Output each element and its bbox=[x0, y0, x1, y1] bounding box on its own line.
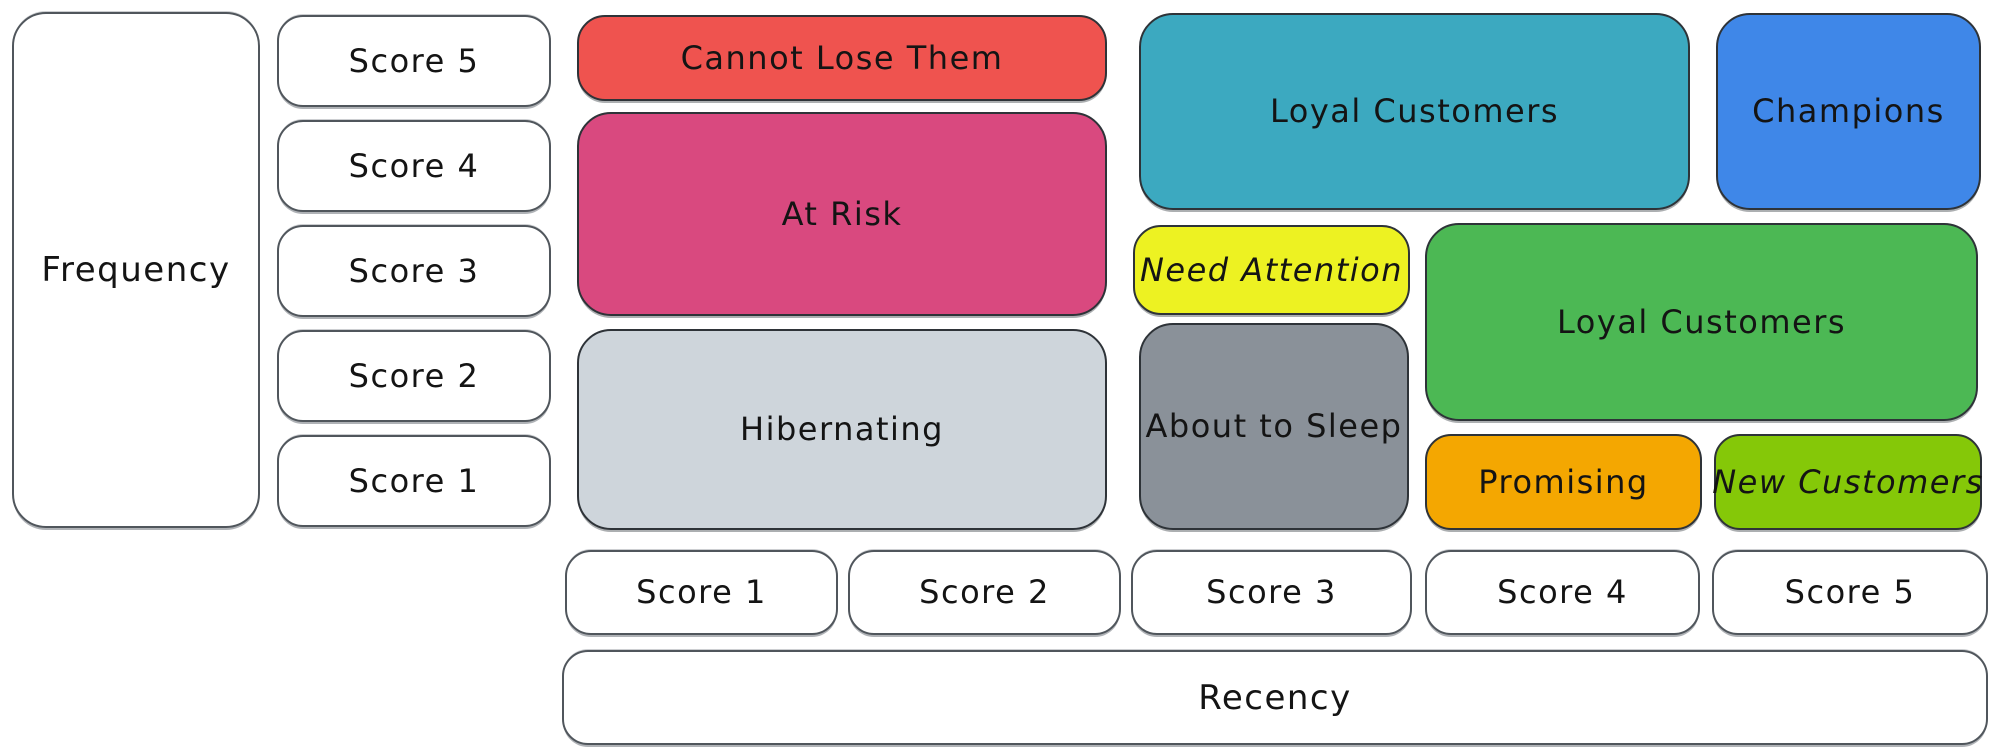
frequency-axis-box: Frequency bbox=[12, 12, 260, 528]
recency-score-5-label: Score 5 bbox=[1784, 573, 1916, 612]
recency-axis-box: Recency bbox=[562, 650, 1988, 745]
segment-loyal-customers-teal-label: Loyal Customers bbox=[1269, 92, 1560, 131]
segment-champions-label: Champions bbox=[1752, 92, 1945, 131]
frequency-score-5-label: Score 5 bbox=[348, 41, 480, 80]
recency-score-3: Score 3 bbox=[1131, 550, 1412, 635]
segment-about-to-sleep: About to Sleep bbox=[1139, 323, 1409, 530]
segment-need-attention: Need Attention bbox=[1133, 225, 1410, 315]
segment-at-risk-label: At Risk bbox=[781, 194, 903, 233]
segment-promising: Promising bbox=[1425, 434, 1702, 530]
frequency-score-1-label: Score 1 bbox=[348, 461, 480, 500]
frequency-score-1: Score 1 bbox=[277, 435, 551, 527]
segment-new-customers-label: New Customers bbox=[1712, 462, 1984, 501]
frequency-score-3: Score 3 bbox=[277, 225, 551, 317]
segment-hibernating-label: Hibernating bbox=[740, 410, 944, 449]
segment-hibernating: Hibernating bbox=[577, 329, 1107, 530]
segment-loyal-customers-green-label: Loyal Customers bbox=[1556, 302, 1847, 341]
frequency-score-2: Score 2 bbox=[277, 330, 551, 422]
segment-new-customers: New Customers bbox=[1712, 434, 1984, 530]
recency-score-2: Score 2 bbox=[848, 550, 1121, 635]
frequency-score-5: Score 5 bbox=[277, 15, 551, 107]
recency-axis-label: Recency bbox=[1198, 677, 1352, 718]
segment-about-to-sleep-label: About to Sleep bbox=[1145, 407, 1403, 446]
segment-loyal-customers-green: Loyal Customers bbox=[1425, 223, 1978, 421]
frequency-score-4-label: Score 4 bbox=[348, 146, 480, 185]
recency-score-3-label: Score 3 bbox=[1206, 573, 1337, 612]
recency-score-4-label: Score 4 bbox=[1497, 573, 1628, 612]
recency-score-5: Score 5 bbox=[1712, 550, 1988, 635]
segment-at-risk: At Risk bbox=[577, 112, 1107, 316]
segment-cannot-lose-them-label: Cannot Lose Them bbox=[680, 38, 1004, 77]
frequency-axis-label: Frequency bbox=[41, 250, 231, 290]
segment-loyal-customers-teal: Loyal Customers bbox=[1139, 13, 1690, 210]
segment-promising-label: Promising bbox=[1478, 462, 1649, 501]
recency-score-2-label: Score 2 bbox=[919, 573, 1050, 612]
frequency-score-4: Score 4 bbox=[277, 120, 551, 212]
segment-need-attention-label: Need Attention bbox=[1139, 250, 1404, 289]
segment-champions: Champions bbox=[1716, 13, 1981, 210]
recency-score-1-label: Score 1 bbox=[636, 573, 767, 612]
frequency-score-2-label: Score 2 bbox=[348, 356, 480, 395]
frequency-score-3-label: Score 3 bbox=[348, 251, 480, 290]
segment-cannot-lose-them: Cannot Lose Them bbox=[577, 15, 1107, 101]
recency-score-4: Score 4 bbox=[1425, 550, 1700, 635]
recency-score-1: Score 1 bbox=[565, 550, 838, 635]
